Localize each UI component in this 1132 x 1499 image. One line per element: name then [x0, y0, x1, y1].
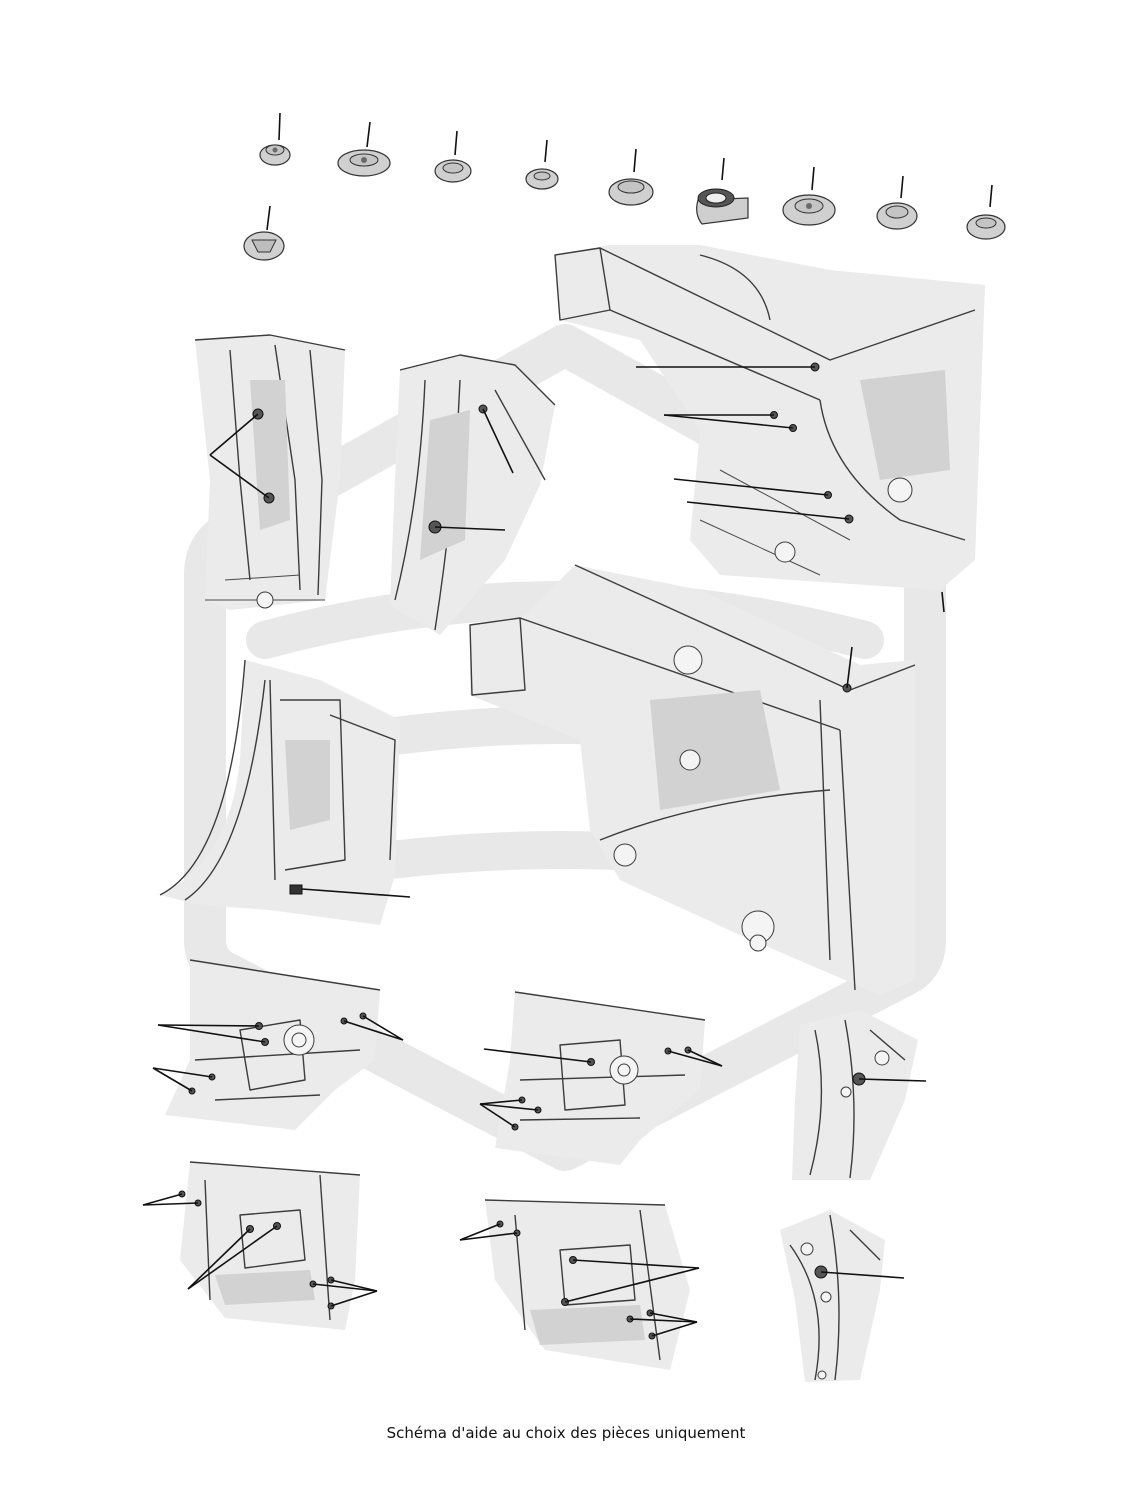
- grommet-icon: [966, 184, 1006, 240]
- grommet-icon: [243, 205, 285, 261]
- panel-wheel-arch: [390, 354, 556, 635]
- panel-front-structure: [554, 245, 985, 613]
- grommet-icon: [782, 166, 836, 226]
- panel-center-structure: [469, 564, 916, 995]
- grommet-icon: [608, 148, 654, 206]
- grommet-icon: [434, 130, 472, 183]
- panel-floor-left-2: [142, 1161, 378, 1330]
- panel-c-pillar: [159, 659, 411, 925]
- parts-row: [243, 112, 1006, 261]
- panel-floor-middle-1: [479, 991, 723, 1165]
- diagram-caption: Schéma d'aide au choix des pièces unique…: [386, 1424, 746, 1442]
- panel-floor-middle-2: [459, 1199, 700, 1370]
- grommet-icon: [525, 139, 559, 190]
- panel-floor-left-1: [152, 959, 404, 1130]
- grommet-icon: [337, 121, 391, 177]
- grommet-icon: [876, 175, 918, 230]
- panel-left-pillar: [194, 334, 346, 610]
- panel-small-pillar-1: [792, 1010, 927, 1180]
- grommet-icon: [259, 112, 291, 166]
- panel-small-pillar-2: [780, 1210, 905, 1382]
- sealing-tape-icon: [696, 157, 749, 225]
